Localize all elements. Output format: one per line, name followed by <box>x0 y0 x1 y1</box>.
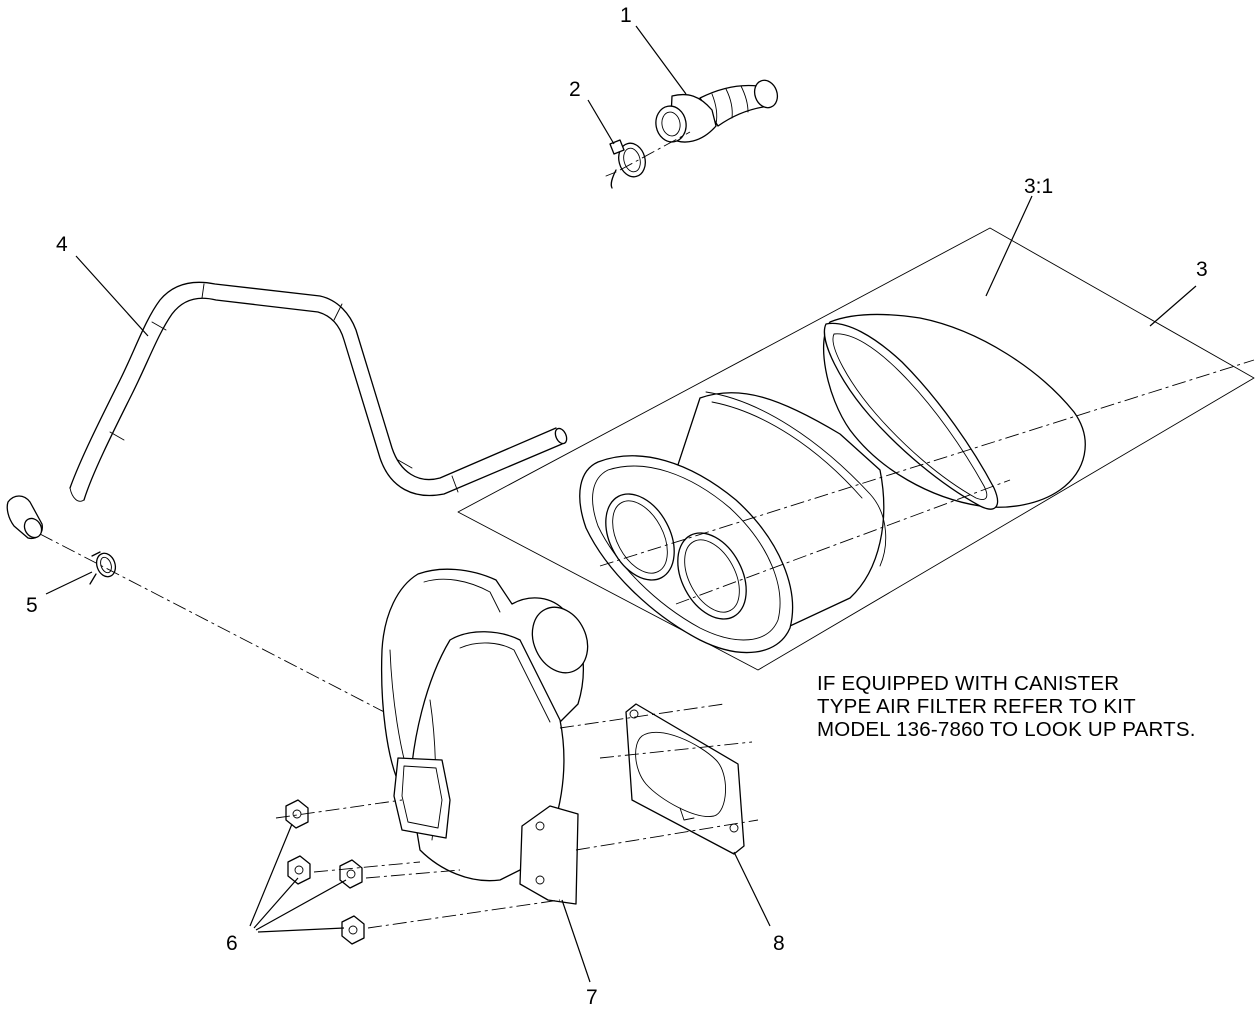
leader-lines <box>45 25 1197 983</box>
axis-line-nut-1 <box>275 799 403 819</box>
part-1-elbow-hose <box>655 79 779 143</box>
callout-3: 3 <box>1196 258 1208 281</box>
part-7-air-cleaner-housing <box>381 568 589 905</box>
flange-nut <box>285 799 309 829</box>
callout-5: 5 <box>26 594 38 617</box>
callout-7: 7 <box>586 986 598 1009</box>
axis-line-gasket-lower <box>575 819 759 851</box>
axis-line-nut-3 <box>365 869 461 879</box>
axis-line-gasket-upper <box>559 703 725 729</box>
callout-8: 8 <box>773 932 785 955</box>
part-8-gasket <box>625 703 745 855</box>
note-line-2: TYPE AIR FILTER REFER TO KIT <box>817 695 1136 718</box>
part-6-flange-nuts <box>285 799 365 945</box>
axis-line-gasket-mid <box>599 741 753 759</box>
part-4-breather-hose <box>69 281 568 502</box>
part-3-filter-element <box>457 227 1255 671</box>
axis-line-elbow <box>619 131 691 171</box>
part-5-small-clamp <box>6 495 117 585</box>
flange-nut <box>341 915 365 945</box>
flange-nut <box>339 859 363 889</box>
part-2-hose-clamp <box>605 139 646 189</box>
axis-line-filter-lower <box>675 479 1011 605</box>
part-3-1-pre-cleaner <box>822 313 1086 510</box>
callout-4: 4 <box>56 233 68 256</box>
callout-3-1: 3:1 <box>1024 175 1053 198</box>
callout-1: 1 <box>620 4 632 27</box>
axis-line-nut-2 <box>313 861 421 873</box>
axis-line-nut-4 <box>367 899 561 929</box>
note-line-1: IF EQUIPPED WITH CANISTER <box>817 672 1120 695</box>
callout-6: 6 <box>226 932 238 955</box>
note-line-3: MODEL 136-7860 TO LOOK UP PARTS. <box>817 718 1196 741</box>
axis-line-hose <box>39 533 393 717</box>
flange-nut <box>287 855 311 885</box>
canister-filter-note: IF EQUIPPED WITH CANISTER TYPE AIR FILTE… <box>817 672 1196 741</box>
callout-2: 2 <box>569 78 581 101</box>
callouts: 1 2 3:1 3 4 5 6 7 8 <box>26 4 1208 1009</box>
